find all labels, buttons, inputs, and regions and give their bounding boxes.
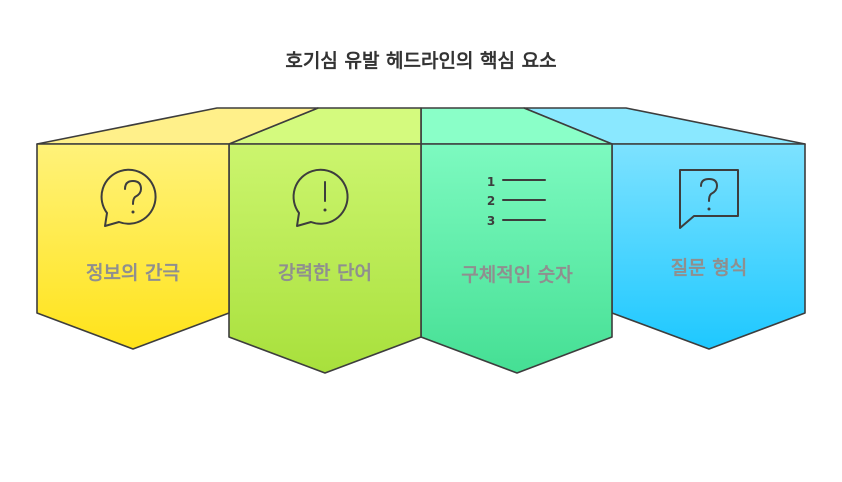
diagram-title: 호기심 유발 헤드라인의 핵심 요소 bbox=[285, 50, 557, 72]
element-label: 정보의 간극 bbox=[86, 262, 180, 284]
list-number: 3 bbox=[487, 214, 495, 228]
element-label: 강력한 단어 bbox=[278, 262, 372, 284]
exclamation-bubble-icon bbox=[292, 168, 349, 227]
list-number: 2 bbox=[487, 194, 495, 208]
list-number: 1 bbox=[487, 175, 495, 189]
question-square-bubble-icon bbox=[679, 169, 739, 229]
element-block-question-format: 질문 형식 bbox=[523, 107, 806, 350]
block-front-face bbox=[420, 143, 613, 374]
block-front-face bbox=[36, 143, 230, 350]
block-front-face bbox=[611, 143, 806, 350]
block-front-face bbox=[228, 143, 422, 374]
element-block-specific-numbers: 1 2 3 구체적인 숫자 bbox=[420, 107, 613, 374]
element-label: 질문 형식 bbox=[671, 257, 748, 279]
element-block-information-gap: 정보의 간극 bbox=[36, 107, 319, 350]
element-label: 구체적인 숫자 bbox=[461, 264, 573, 286]
element-block-powerful-words: 강력한 단어 bbox=[228, 107, 422, 374]
question-bubble-icon bbox=[100, 168, 157, 227]
numbered-list-icon: 1 2 3 bbox=[487, 175, 546, 228]
